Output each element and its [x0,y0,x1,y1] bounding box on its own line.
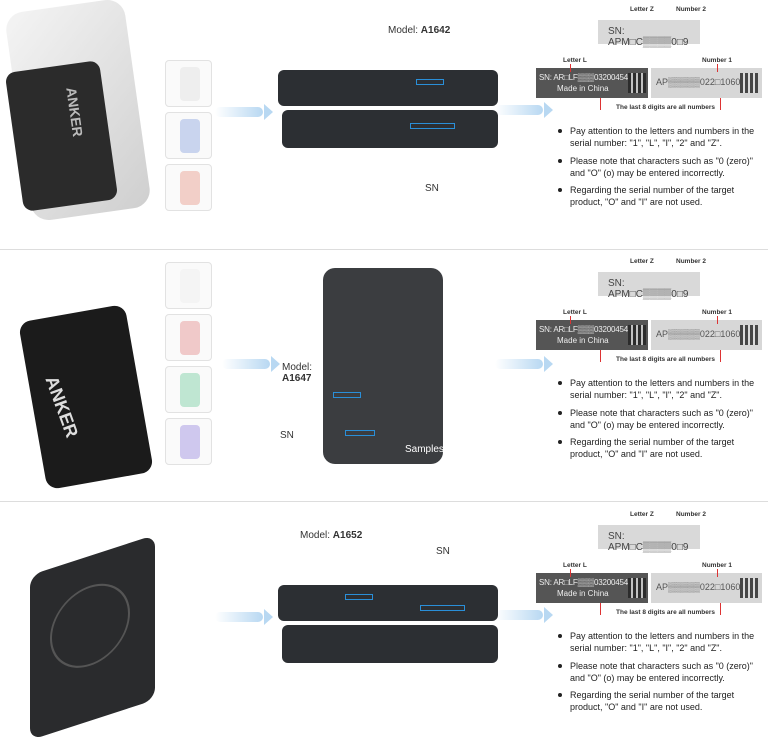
power-bank-image: ANKER [18,303,154,491]
product-side-photo [282,625,498,663]
product-side-photo [282,110,498,148]
letter-l-label: Letter L [563,562,587,569]
arrow-icon [495,102,553,118]
number-2-label: Number 2 [676,511,706,518]
section-divider [0,501,768,502]
sn-instructions: Pay attention to the letters and numbers… [556,377,761,466]
power-bank-image: ANKER [4,60,119,212]
color-variant-thumbnail[interactable] [165,366,212,413]
model-highlight [416,79,444,85]
model-label: Model:A1647 [282,362,313,384]
instruction-item: Please note that characters such as "0 (… [556,155,761,180]
sn-highlight [345,430,375,436]
model-label: Model: A1642 [388,25,451,36]
qr-code-icon [740,325,758,345]
brand-logo: ANKER [41,373,83,441]
instruction-item: Regarding the serial number of the targe… [556,436,761,461]
arrow-icon [495,356,553,372]
instruction-item: Pay attention to the letters and numbers… [556,630,761,655]
color-variant-thumbnail[interactable] [165,164,212,211]
sn-highlight [420,605,465,611]
light-sn-label-example: AP▒▒▒▒▒022□1060 [651,320,762,350]
arrow-icon [215,104,273,120]
samples-label: Samples [405,444,444,455]
number-2-label: Number 2 [676,6,706,13]
section-divider [0,249,768,250]
sn-strip-example: SN: APM□C▒▒▒▒0□9 [598,20,700,48]
letter-l-label: Letter L [563,57,587,64]
light-sn-label-example: AP▒▒▒▒▒022□1060 [651,68,762,98]
sn-instructions: Pay attention to the letters and numbers… [556,630,761,719]
qr-code-icon [628,325,646,345]
product-section-3: Model: A1652 SN Letter Z Number 2 SN: APM… [0,505,768,755]
sn-strip-example: SN: APM□C▒▒▒▒0□9 [598,272,700,300]
qr-code-icon [628,73,646,93]
qr-code-icon [740,73,758,93]
product-section-1: ANKER Model: A1642 SN Letter Z Number 2 S… [0,0,768,250]
arrow-icon [222,356,280,372]
color-variant-thumbnail[interactable] [165,314,212,361]
qr-code-icon [628,578,646,598]
instruction-item: Please note that characters such as "0 (… [556,660,761,685]
number-1-label: Number 1 [702,562,732,569]
sn-label: SN [436,546,450,557]
color-variant-thumbnail[interactable] [165,112,212,159]
light-sn-label-example: AP▒▒▒▒▒022□1060 [651,573,762,603]
sn-highlight [410,123,455,129]
arrow-icon [495,607,553,623]
color-variant-thumbnail[interactable] [165,418,212,465]
model-highlight [333,392,361,398]
product-section-2: ANKER Model:A1647 SN Samples Letter Z Num… [0,252,768,502]
model-label: Model: A1652 [300,530,363,541]
qr-code-icon [740,578,758,598]
model-highlight [345,594,373,600]
brand-logo: ANKER [63,86,87,138]
instruction-item: Regarding the serial number of the targe… [556,184,761,209]
arrow-icon [215,609,273,625]
color-variant-thumbnail[interactable] [165,262,212,309]
product-side-photo [278,585,498,621]
letter-z-label: Letter Z [630,6,654,13]
letter-l-label: Letter L [563,309,587,316]
letter-z-label: Letter Z [630,511,654,518]
power-bank-image [30,534,155,741]
instruction-item: Pay attention to the letters and numbers… [556,125,761,150]
number-1-label: Number 1 [702,309,732,316]
sn-instructions: Pay attention to the letters and numbers… [556,125,761,214]
color-variant-thumbnail[interactable] [165,60,212,107]
product-back-photo [323,268,443,464]
last-digits-note: The last 8 digits are all numbers [614,356,717,363]
instruction-item: Regarding the serial number of the targe… [556,689,761,714]
instruction-item: Please note that characters such as "0 (… [556,407,761,432]
last-digits-note: The last 8 digits are all numbers [614,609,717,616]
sn-strip-example: SN: APM□C▒▒▒▒0□9 [598,525,700,553]
sn-label: SN [280,430,294,441]
last-digits-note: The last 8 digits are all numbers [614,104,717,111]
product-side-photo [278,70,498,106]
number-2-label: Number 2 [676,258,706,265]
number-1-label: Number 1 [702,57,732,64]
instruction-item: Pay attention to the letters and numbers… [556,377,761,402]
sn-label: SN [425,183,439,194]
letter-z-label: Letter Z [630,258,654,265]
